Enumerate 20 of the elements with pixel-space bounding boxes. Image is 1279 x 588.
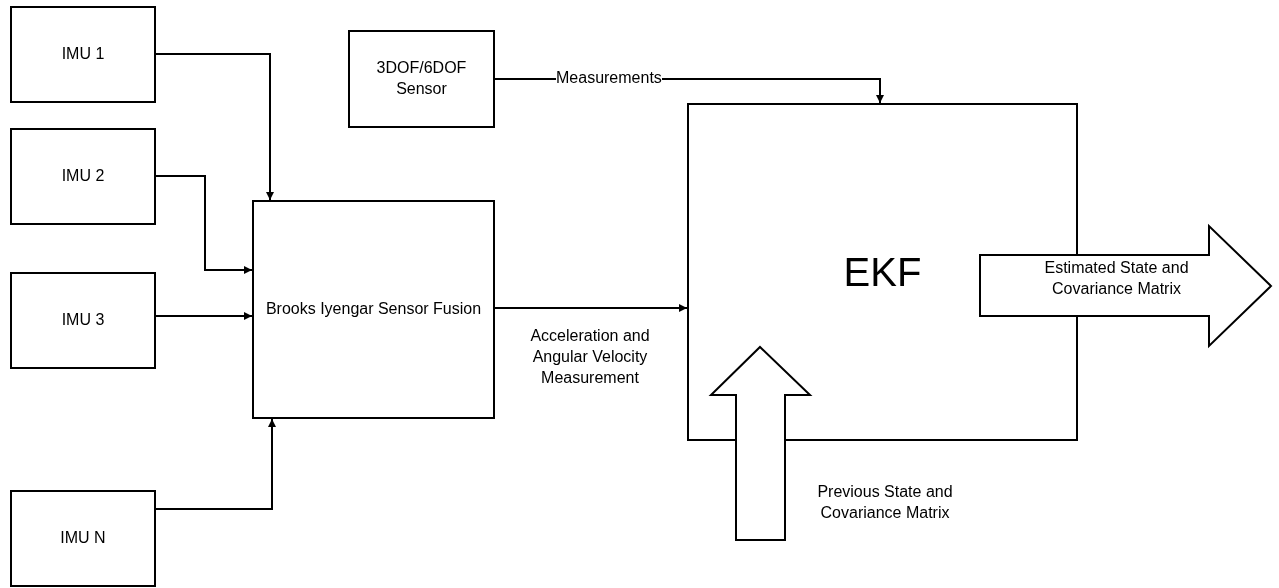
- process-box: [10, 6, 156, 103]
- arrow: [155, 175, 253, 274]
- arrow-caption: Previous State and Covariance Matrix: [816, 482, 954, 523]
- box-label: 3DOF/6DOF Sensor: [375, 58, 468, 99]
- box-label: IMU 2: [60, 166, 106, 187]
- arrow: [155, 53, 274, 201]
- box-label: IMU N: [59, 528, 107, 549]
- box-label: IMU 3: [60, 310, 106, 331]
- process-box: [10, 128, 156, 225]
- arrow: [155, 312, 253, 320]
- arrow: [494, 304, 688, 312]
- process-box: [348, 30, 495, 128]
- arrow: [155, 418, 276, 510]
- process-box: [252, 200, 495, 419]
- box-label: Brooks Iyengar Sensor Fusion: [264, 299, 483, 320]
- arrow-label: Estimated State and Covariance Matrix: [1043, 258, 1190, 299]
- box-label: EKF: [842, 249, 923, 296]
- process-box: [10, 490, 156, 587]
- box-label: IMU 1: [60, 44, 106, 65]
- process-box: [10, 272, 156, 369]
